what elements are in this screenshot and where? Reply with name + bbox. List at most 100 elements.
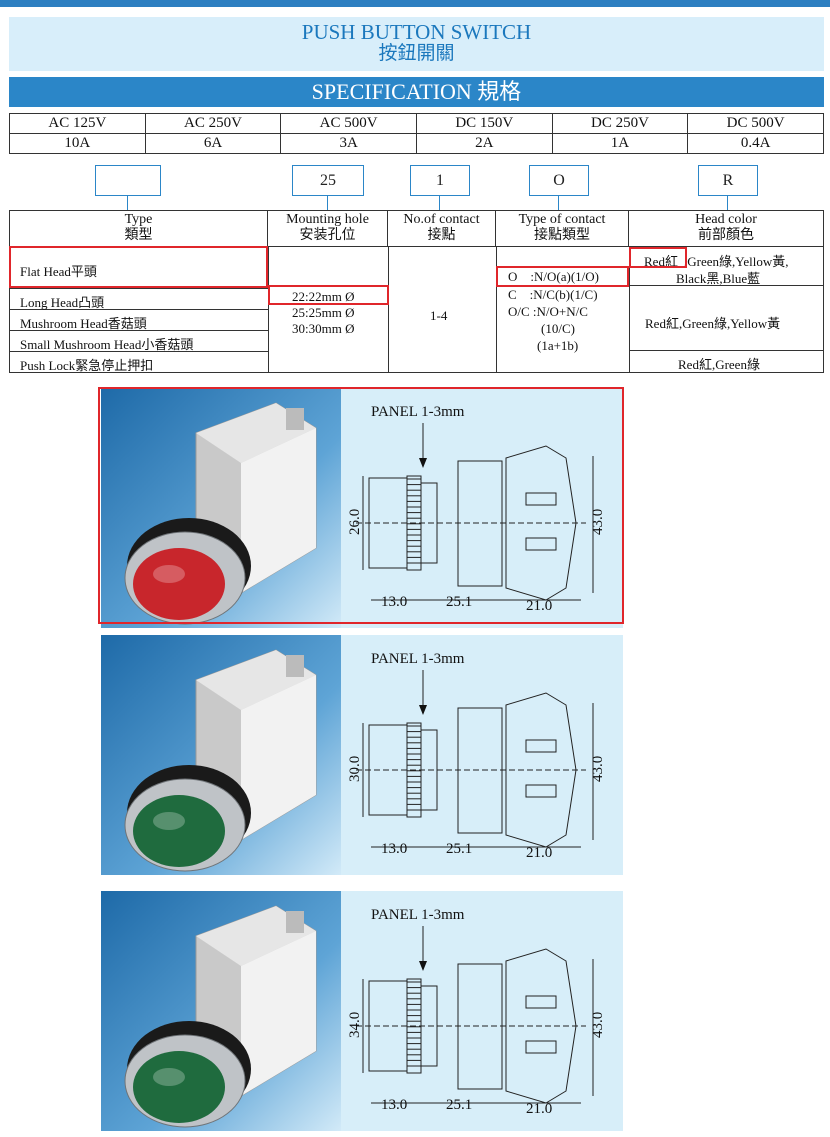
contact-terminal xyxy=(525,537,557,551)
color-red-label: Red紅 xyxy=(644,254,678,269)
header-contacts: No.of contact 接點 xyxy=(388,211,496,246)
highlight-red-color xyxy=(629,247,687,268)
color-row1-line2: Black黑,Blue藍 xyxy=(676,271,761,286)
contact-type-note-1: (10/C) xyxy=(541,321,575,336)
type-push-lock: Push Lock緊急停止押扣 xyxy=(20,358,154,373)
mounting-30: 30:30mm Ø xyxy=(292,321,355,336)
contacts-count: 1-4 xyxy=(430,308,448,323)
dimension-height: 43.0 xyxy=(590,1012,606,1038)
page-title: PUSH BUTTON SWITCH 按鈕開關 xyxy=(9,17,824,71)
current-cell: 1A xyxy=(551,133,689,154)
row-divider xyxy=(629,285,823,286)
header-mounting-en: Mounting hole xyxy=(286,212,369,227)
button-cap xyxy=(133,1051,225,1123)
header-contact-type-en: Type of contact xyxy=(518,212,606,227)
connector-line xyxy=(558,195,559,210)
voltage-row: AC 125V AC 250V AC 500V DC 150V DC 250V … xyxy=(9,113,824,134)
terminal-screw xyxy=(286,911,304,933)
product-photo xyxy=(101,891,341,1131)
type-small-mushroom-head: Small Mushroom Head小香菇頭 xyxy=(20,337,194,352)
row-divider xyxy=(10,246,823,247)
dimension-height: 43.0 xyxy=(590,509,606,535)
current-cell: 0.4A xyxy=(687,133,824,154)
mounting-22: 22:22mm Ø xyxy=(292,289,355,304)
row-divider xyxy=(10,309,268,310)
header-type-cn: 類型 xyxy=(124,228,153,243)
connector-line xyxy=(439,195,440,210)
dimension-b: 25.1 xyxy=(446,594,472,610)
col-divider xyxy=(388,246,389,372)
contact-type-note-2: (1a+1b) xyxy=(537,338,579,353)
panel-arrow-head xyxy=(419,961,427,971)
header-contact-type: Type of contact 接點類型 xyxy=(496,211,629,246)
contact-type-no: O :N/O(a)(1/O) xyxy=(508,269,599,284)
dimension-height: 43.0 xyxy=(590,756,606,782)
current-row: 10A 6A 3A 2A 1A 0.4A xyxy=(9,133,824,154)
row-divider xyxy=(10,330,268,331)
highlight-contact-no xyxy=(496,266,629,287)
row-divider xyxy=(629,350,823,351)
switch-housing-side xyxy=(241,428,316,593)
type-mushroom-head: Mushroom Head香菇頭 xyxy=(20,316,147,331)
dimension-c: 21.0 xyxy=(526,845,552,861)
button-highlight xyxy=(153,1068,185,1086)
title-english: PUSH BUTTON SWITCH xyxy=(301,20,532,44)
header-mounting: Mounting hole 安装孔位 xyxy=(268,211,388,246)
contact-terminal xyxy=(525,739,557,753)
highlight-mounting-22 xyxy=(268,285,389,305)
code-box-head-color: R xyxy=(698,165,758,196)
mounting-25: 25:25mm Ø xyxy=(292,305,355,320)
code-box-contact-type: O xyxy=(529,165,589,196)
contact-type-noc: O/C :N/O+N/C xyxy=(508,304,588,319)
contact-block xyxy=(505,692,577,848)
row-divider xyxy=(10,351,268,352)
current-cell: 6A xyxy=(144,133,282,154)
button-highlight xyxy=(153,565,185,583)
title-chinese: 按鈕開關 xyxy=(378,43,455,64)
header-contacts-cn: 接點 xyxy=(427,228,456,243)
header-head-color-en: Head color xyxy=(695,212,757,227)
panel-label: PANEL 1-3mm xyxy=(371,907,465,923)
code-box-contacts: 1 xyxy=(410,165,470,196)
current-cell: 10A xyxy=(9,133,146,154)
switch-housing-side xyxy=(241,675,316,840)
contact-block xyxy=(505,948,577,1104)
panel-arrow-head xyxy=(419,705,427,715)
contact-terminal xyxy=(525,492,557,506)
color-row2: Red紅,Green綠,Yellow黃 xyxy=(645,316,781,331)
voltage-cell: DC 150V xyxy=(415,113,553,134)
dimension-diameter: 34.0 xyxy=(347,1012,363,1038)
dimension-c: 21.0 xyxy=(526,598,552,614)
voltage-cell: DC 250V xyxy=(551,113,689,134)
color-row3: Red紅,Green綠 xyxy=(678,357,760,372)
contact-terminal xyxy=(525,1040,557,1054)
panel-arrow-head xyxy=(419,458,427,468)
header-contacts-en: No.of contact xyxy=(403,212,480,227)
voltage-cell: DC 500V xyxy=(687,113,824,134)
header-head-color: Head color 前部顏色 xyxy=(629,211,823,246)
type-flat-head: Flat Head平頭 xyxy=(20,264,97,279)
button-cap xyxy=(133,795,225,867)
header-head-color-cn: 前部顏色 xyxy=(698,228,754,243)
current-cell: 3A xyxy=(280,133,417,154)
code-box-mounting: 25 xyxy=(292,165,364,196)
highlight-flat-head xyxy=(9,246,268,288)
col-divider xyxy=(629,246,630,372)
dimension-b: 25.1 xyxy=(446,841,472,857)
product-photo xyxy=(101,388,341,628)
highlight-selected-product xyxy=(98,387,624,624)
terminal-screw xyxy=(286,408,304,430)
col-divider xyxy=(268,246,269,372)
panel-label: PANEL 1-3mm xyxy=(371,651,465,667)
dimension-a: 13.0 xyxy=(381,594,407,610)
dimension-c: 21.0 xyxy=(526,1101,552,1117)
dimension-a: 13.0 xyxy=(381,841,407,857)
product-photo xyxy=(101,635,341,875)
button-cap xyxy=(133,548,225,620)
header-mounting-cn: 安装孔位 xyxy=(299,228,356,243)
